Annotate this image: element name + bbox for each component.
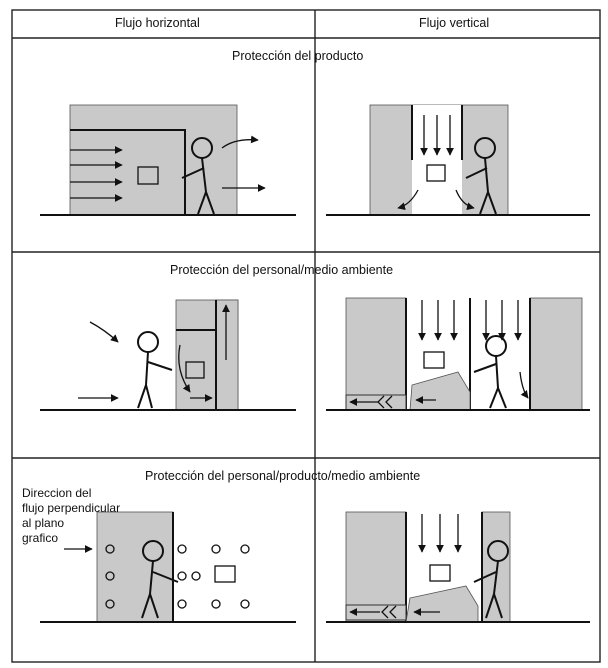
- section-2-horizontal-flow: [40, 299, 296, 411]
- product-box: [137, 166, 159, 185]
- person-figure: [465, 137, 497, 215]
- flow-perpendicular-dots: [105, 544, 250, 609]
- section-title-personnel-product-environment: Protección del personal/producto/medio a…: [145, 469, 421, 483]
- airflow-arrow: [178, 344, 191, 393]
- column-header-vertical: Flujo vertical: [419, 16, 490, 30]
- product-box: [423, 351, 445, 369]
- annotation-line: grafico: [22, 531, 59, 545]
- airflow-arrow: [397, 189, 419, 211]
- section-1-vertical-flow: [326, 104, 590, 216]
- product-box: [429, 564, 451, 582]
- annotation-line: al plano: [22, 516, 65, 530]
- annotation-line: Direccion del: [22, 486, 92, 500]
- airflow-arrow: [221, 135, 259, 149]
- annotation-line: flujo perpendicular: [22, 501, 121, 515]
- person-figure: [473, 540, 509, 619]
- person-figure: [473, 335, 507, 409]
- product-box: [185, 361, 205, 379]
- table-frame: [11, 9, 601, 663]
- person-figure: [137, 331, 173, 409]
- person-figure: [141, 540, 179, 619]
- airflow-arrow: [455, 189, 475, 211]
- airflow-arrow: [519, 371, 529, 399]
- product-box: [214, 565, 236, 583]
- airflow-arrow: [89, 321, 119, 343]
- section-3-vertical-flow: [326, 511, 590, 623]
- section-title-product: Protección del producto: [232, 49, 364, 63]
- column-header-horizontal: Flujo horizontal: [115, 16, 200, 30]
- section-1-horizontal-flow: [40, 104, 296, 216]
- person-figure: [181, 137, 215, 215]
- product-box: [426, 164, 446, 182]
- flow-direction-annotation: Direccion del flujo perpendicular al pla…: [22, 486, 120, 546]
- section-2-vertical-flow: [326, 297, 590, 411]
- section-title-personnel-environment: Protección del personal/medio ambiente: [170, 263, 394, 277]
- section-3-horizontal-flow: [40, 511, 296, 623]
